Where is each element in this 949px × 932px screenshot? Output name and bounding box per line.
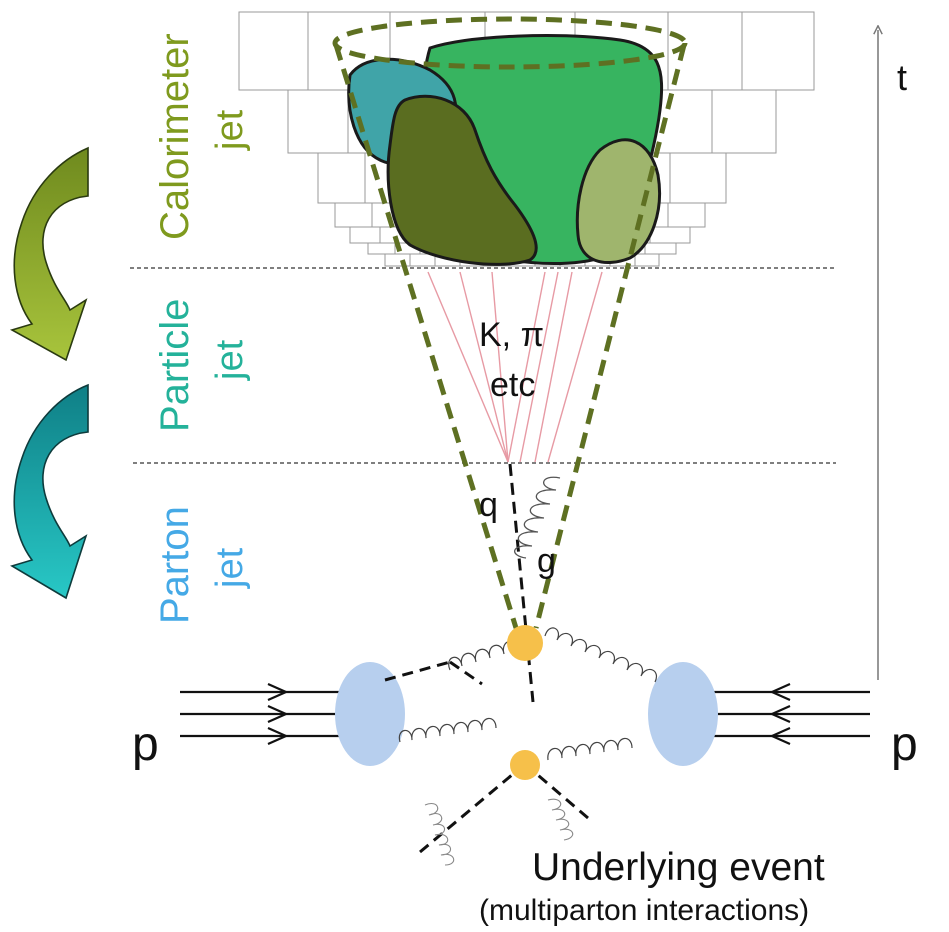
quark-line xyxy=(508,463,535,703)
energy-deposit-khaki xyxy=(575,138,662,264)
curved-arrow-teal xyxy=(10,383,89,600)
parton-label: Parton xyxy=(153,506,197,624)
parton-jet-label: jet xyxy=(209,547,251,589)
jet-cone xyxy=(332,16,688,629)
quark-label: q xyxy=(479,486,498,524)
energy-deposit-olive xyxy=(386,94,538,266)
curved-arrow-green xyxy=(9,146,89,362)
calorimeter-label: Calorimeter xyxy=(153,33,197,240)
underlying-event-sub-label: (multiparton interactions) xyxy=(479,894,809,927)
proton-left xyxy=(335,662,405,766)
mpi-vertex xyxy=(510,750,540,780)
calorimeter-jet-label: jet xyxy=(209,109,251,151)
proton-right-label: p xyxy=(891,718,918,771)
time-axis-label: t xyxy=(897,57,907,98)
proton-right xyxy=(648,662,718,766)
hadrons-etc-label: etc xyxy=(490,366,535,404)
gluon-coil xyxy=(514,476,561,559)
radiated-gluons xyxy=(424,798,574,866)
outgoing-partons xyxy=(384,660,589,854)
particle-jet-label: jet xyxy=(209,339,251,381)
proton-left-label: p xyxy=(132,718,159,771)
hadrons-label: K, π xyxy=(479,316,544,354)
hard-scatter-vertex xyxy=(507,625,543,661)
particle-label: Particle xyxy=(153,299,197,432)
gluon-label: g xyxy=(537,542,556,580)
hadron-tracks xyxy=(427,271,603,463)
underlying-event-label: Underlying event xyxy=(532,846,825,889)
